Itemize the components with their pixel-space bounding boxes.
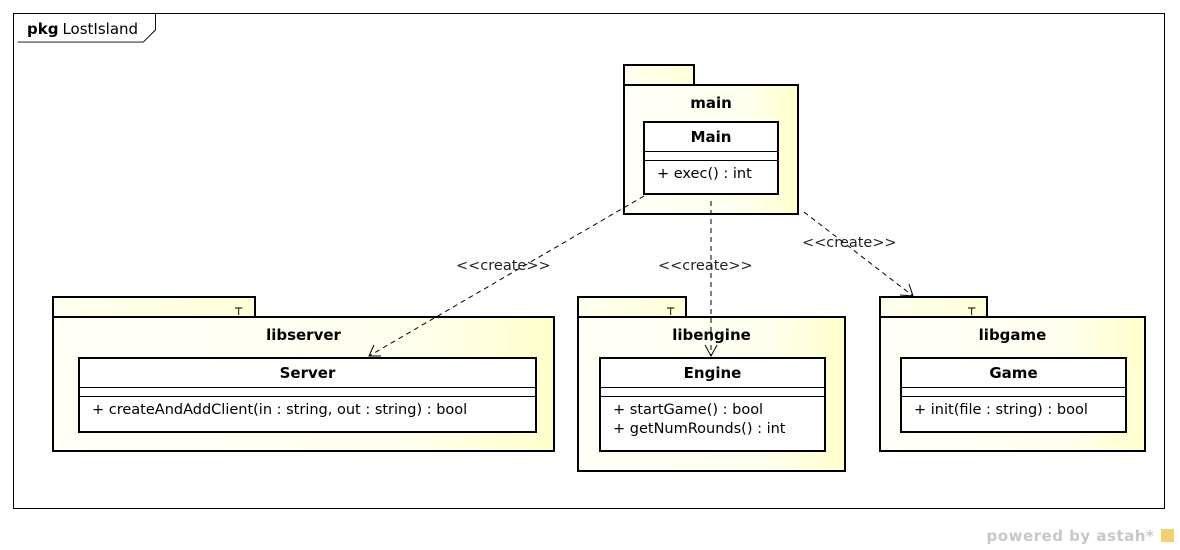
package-libengine[interactable]: libengine Engine + startGame() : bool + … — [577, 316, 846, 472]
class-engine-operations: + startGame() : bool + getNumRounds() : … — [601, 397, 824, 439]
package-main-title: main — [690, 94, 732, 112]
fork-icon: ┬ — [968, 301, 976, 315]
class-main-name: Main — [645, 123, 777, 152]
arrowhead-engine — [704, 344, 718, 358]
package-libengine-title: libengine — [672, 326, 751, 344]
arrowhead-server — [368, 344, 381, 357]
package-libgame[interactable]: libgame Game + init(file : string) : boo… — [879, 316, 1146, 452]
class-server-operations: + createAndAddClient(in : string, out : … — [80, 397, 535, 420]
frame-tab — [17, 13, 156, 43]
operation: + exec() : int — [657, 166, 752, 182]
powered-by-text: powered by astah* — [986, 527, 1155, 545]
operation: + init(file : string) : bool — [914, 402, 1088, 418]
class-main-operations: + exec() : int — [645, 161, 777, 184]
class-game-attributes — [902, 388, 1125, 397]
class-game[interactable]: Game + init(file : string) : bool — [900, 357, 1127, 433]
arrowhead-game — [899, 283, 914, 297]
class-server-name: Server — [80, 359, 535, 388]
fork-icon: ┬ — [667, 301, 675, 315]
astah-logo-icon — [1161, 529, 1174, 542]
powered-by-footer: powered by astah* — [987, 527, 1174, 545]
frame-name: LostIsland — [62, 20, 139, 38]
class-server-attributes — [80, 388, 535, 397]
dependency-label: <<create>> — [802, 235, 897, 251]
class-game-operations: + init(file : string) : bool — [902, 397, 1125, 420]
dependency-label: <<create>> — [456, 258, 551, 274]
fork-icon: ┬ — [235, 301, 243, 315]
dependency-main-game — [803, 211, 914, 297]
frame-keyword: pkg — [27, 20, 59, 38]
class-main-attributes — [645, 152, 777, 161]
diagram-frame — [13, 13, 1165, 509]
package-libserver-title: libserver — [266, 326, 341, 344]
operation: + getNumRounds() : int — [613, 421, 786, 437]
operation: + startGame() : bool — [613, 402, 764, 418]
dependency-main-server — [368, 195, 645, 357]
class-main[interactable]: Main + exec() : int — [643, 121, 779, 195]
class-server[interactable]: Server + createAndAddClient(in : string,… — [78, 357, 537, 433]
dependency-label: <<create>> — [658, 258, 753, 274]
class-engine[interactable]: Engine + startGame() : bool + getNumRoun… — [599, 357, 826, 452]
class-engine-attributes — [601, 388, 824, 397]
class-engine-name: Engine — [601, 359, 824, 388]
package-libgame-title: libgame — [978, 326, 1047, 344]
package-libserver[interactable]: libserver Server + createAndAddClient(in… — [52, 316, 555, 452]
operation: + createAndAddClient(in : string, out : … — [92, 402, 468, 418]
class-game-name: Game — [902, 359, 1125, 388]
